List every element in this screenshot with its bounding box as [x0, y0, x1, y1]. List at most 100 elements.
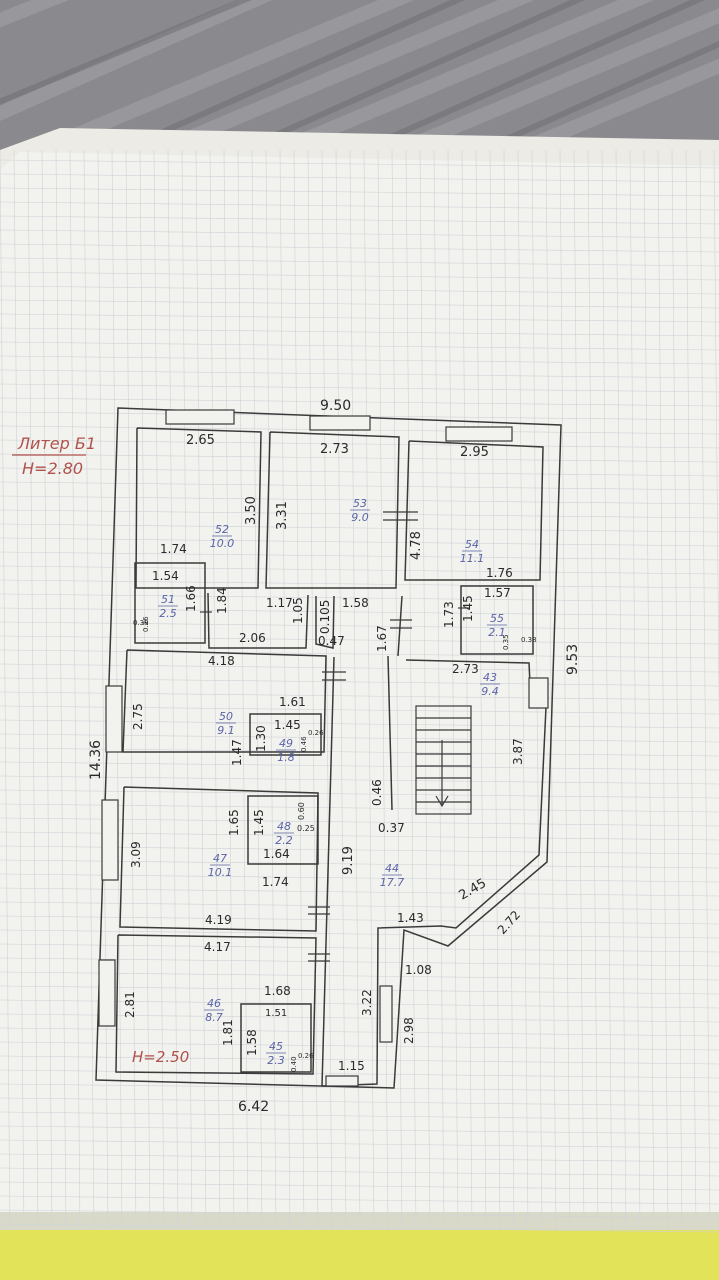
grid-line — [0, 509, 719, 519]
room-area: 8.7 — [205, 1011, 223, 1024]
dimension-label: 1.68 — [264, 984, 291, 998]
room-number: 52 — [215, 523, 229, 536]
dimension-label: 0.46 — [300, 736, 308, 752]
grid-line — [601, 149, 613, 1231]
grid-line — [0, 1223, 719, 1233]
grid-line — [0, 677, 719, 687]
room-43: 439.4 — [480, 671, 500, 698]
grid-line — [0, 201, 719, 211]
grid-line — [0, 467, 719, 477]
dimension-label: 1.67 — [375, 625, 389, 652]
grid-line — [0, 1027, 719, 1037]
grid-line — [0, 285, 719, 295]
dimension-label: 1.45 — [274, 718, 301, 732]
grid-line — [0, 943, 719, 953]
dimension-label: 0.40 — [290, 1056, 298, 1072]
grid-line — [0, 229, 719, 239]
grid-line — [0, 187, 719, 197]
walls — [95, 407, 562, 1089]
room-area: 10.0 — [210, 537, 235, 550]
grid-line — [0, 971, 719, 981]
grid-line — [0, 901, 719, 911]
grid-line — [0, 789, 719, 799]
grid-line — [0, 313, 719, 323]
grid-line — [27, 149, 39, 1231]
grid-line — [13, 149, 25, 1231]
grid-line — [0, 159, 719, 169]
grid-line — [0, 1167, 719, 1177]
grid-line — [251, 149, 263, 1231]
grid-line — [503, 149, 515, 1231]
grid-line — [293, 149, 305, 1231]
grid-line — [657, 149, 669, 1231]
dimension-label: 4.19 — [205, 913, 232, 927]
dimension-label: 0.26 — [298, 1052, 314, 1060]
dimension-label: 2.65 — [186, 433, 215, 448]
grid-line — [0, 803, 719, 813]
grid-line — [0, 383, 719, 393]
dimension-label: 0.25 — [297, 824, 315, 833]
dimension-label: 0.47 — [318, 634, 345, 648]
dimension-label: 2.72 — [495, 908, 523, 937]
grid-line — [0, 1195, 719, 1205]
grid-line — [0, 1139, 719, 1149]
room-53: 539.0 — [350, 497, 370, 524]
room-area: 9.1 — [217, 724, 235, 737]
dimension-label: 2.95 — [460, 445, 489, 460]
grid-line — [0, 523, 719, 533]
grid-line — [0, 579, 719, 589]
grid-line — [0, 873, 719, 883]
dimension-label: 1.47 — [230, 739, 244, 766]
grid-line — [139, 149, 151, 1231]
grid-line — [265, 149, 277, 1231]
dimension-label: 1.17 — [266, 596, 293, 610]
grid-line — [209, 149, 221, 1231]
dimension-label: 1.66 — [184, 585, 198, 612]
liter-text: Литер Б1 — [17, 434, 96, 453]
dimension-label: 1.08 — [405, 963, 432, 977]
dimension-label: 9.19 — [341, 846, 356, 875]
grid-line — [0, 1125, 719, 1135]
grid-line — [545, 149, 557, 1231]
dimension-label: 1.61 — [279, 695, 306, 709]
liter-label: Литер Б1 H=2.80 H=2.50 — [12, 434, 189, 1066]
grid-line — [0, 173, 719, 183]
dimension-label: 0.26 — [142, 616, 150, 632]
grid-line — [55, 149, 67, 1231]
grid-line — [0, 915, 719, 925]
dimension-label: 1.54 — [152, 569, 179, 583]
grid-line — [0, 985, 719, 995]
grid-line — [685, 149, 697, 1231]
room-number: 53 — [353, 497, 367, 510]
dimension-label: 2.73 — [452, 662, 479, 676]
dimension-label: 3.09 — [129, 841, 143, 868]
dim-width-bottom: 6.42 — [238, 1099, 269, 1115]
grid-line — [237, 149, 249, 1231]
grid-line — [0, 299, 719, 309]
grid-line — [0, 761, 719, 771]
grid-line — [0, 1111, 719, 1121]
room-area: 2.1 — [488, 626, 506, 639]
grid-line — [419, 149, 431, 1231]
dim-height-left: 14.36 — [88, 740, 104, 780]
grid-line — [97, 149, 109, 1231]
grid-line — [0, 1041, 719, 1051]
room-number: 44 — [385, 862, 399, 875]
dimension-label: 2.73 — [320, 442, 349, 457]
grid-line — [0, 1153, 719, 1163]
grid-line — [0, 859, 719, 869]
dimension-label: 1.15 — [338, 1059, 365, 1073]
grid-line — [0, 495, 719, 505]
dimension-label: 2.81 — [123, 991, 137, 1018]
dimension-label: 1.57 — [484, 586, 511, 600]
dimension-label: 1.51 — [265, 1008, 287, 1019]
grid-line — [377, 149, 389, 1231]
grid-line — [0, 817, 719, 827]
grid-line — [0, 481, 719, 491]
grid-line — [671, 149, 683, 1231]
grid-line — [0, 831, 719, 841]
grid-line — [279, 149, 291, 1231]
